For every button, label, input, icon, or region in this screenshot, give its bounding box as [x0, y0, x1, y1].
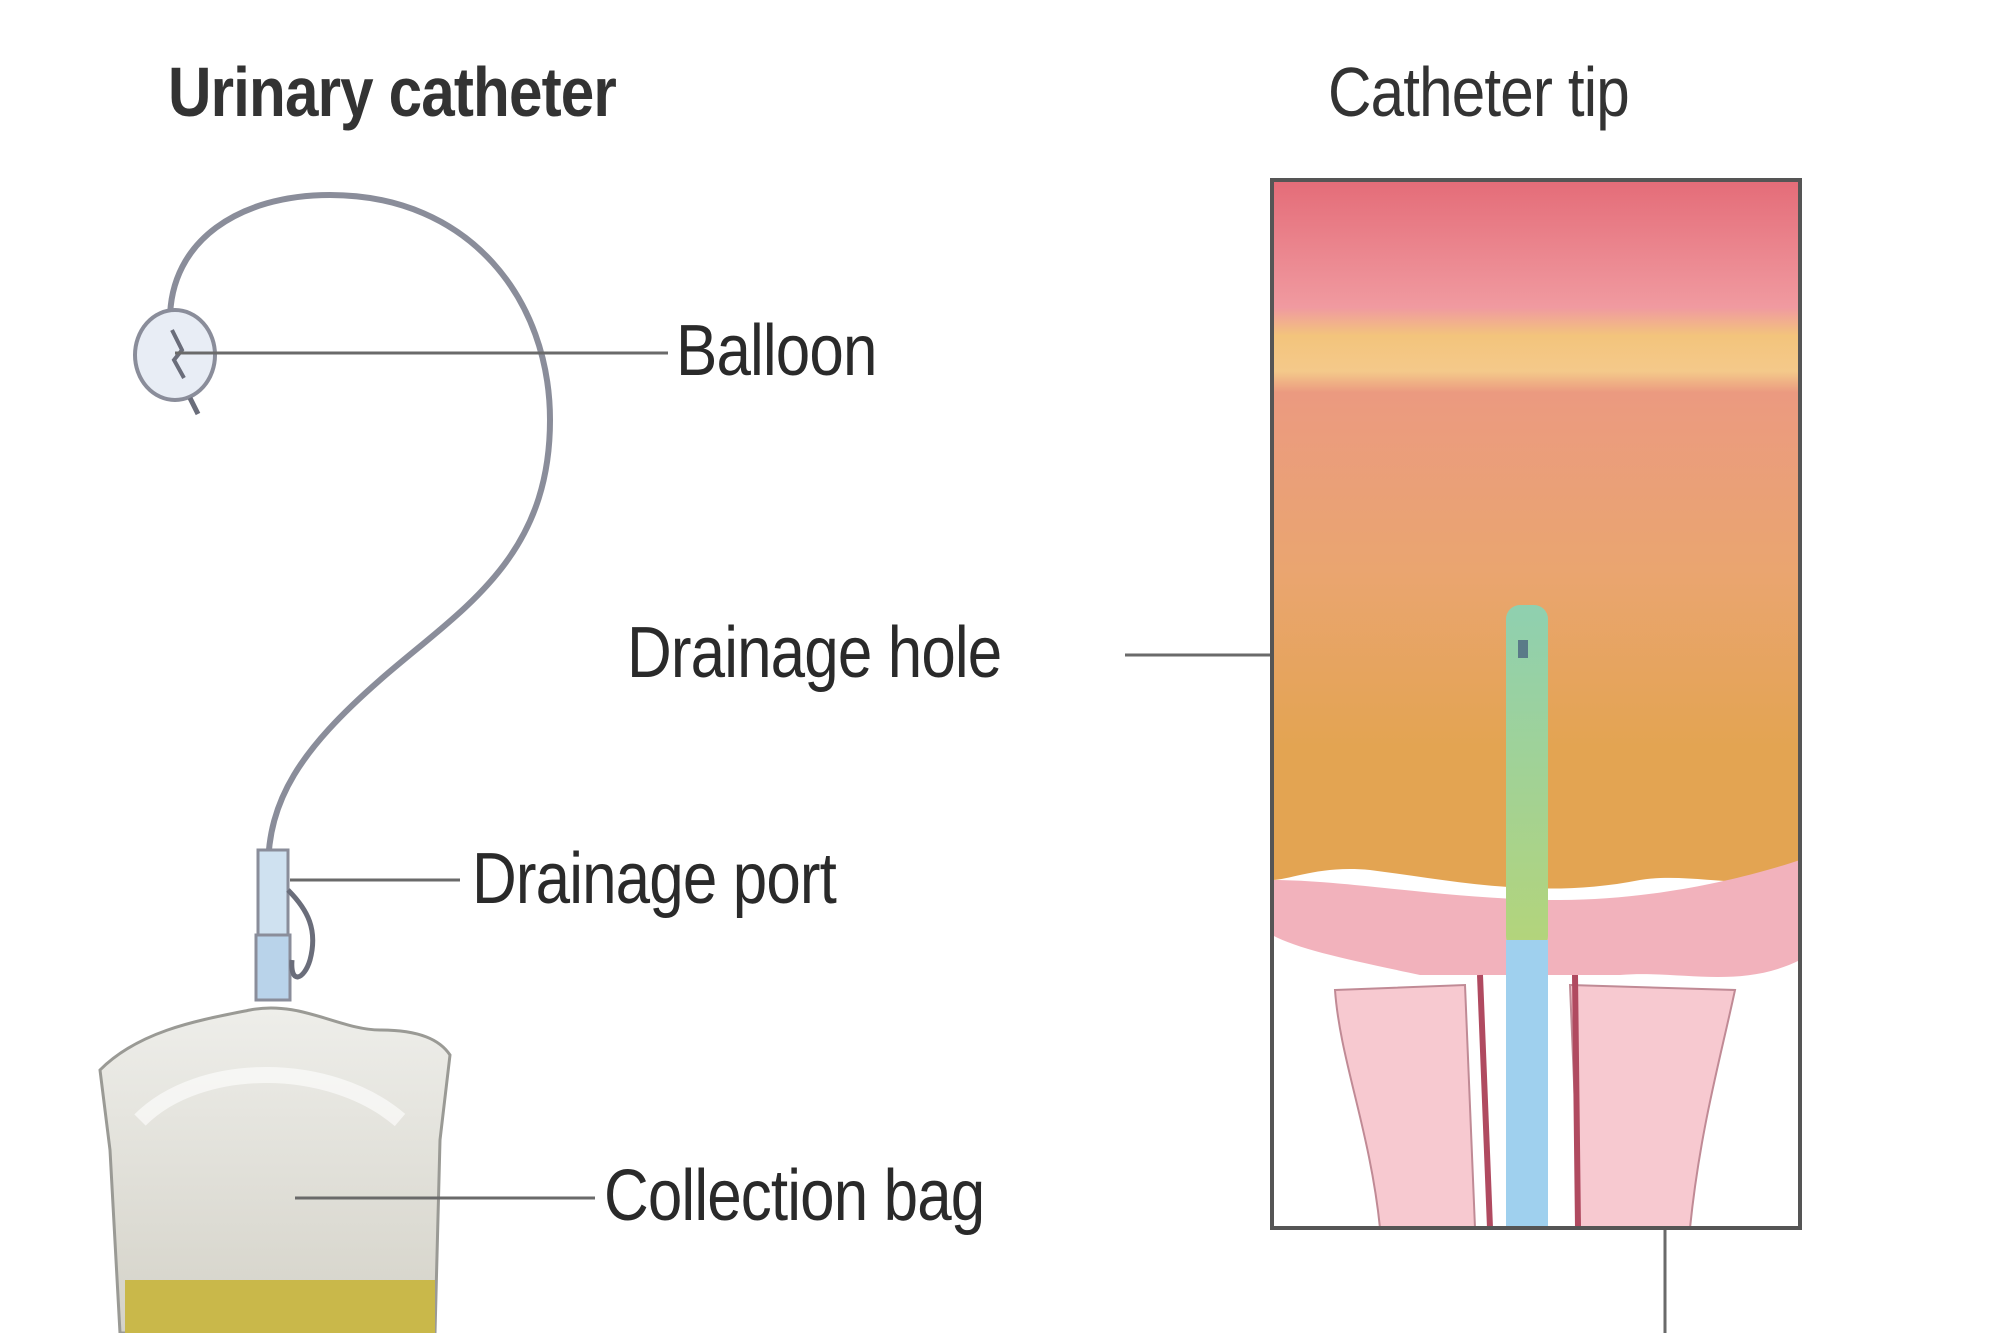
- balloon-icon: [133, 308, 217, 416]
- label-collection-bag: Collection bag: [604, 1156, 985, 1236]
- title-urinary-catheter: Urinary catheter: [168, 53, 617, 131]
- collection-bag-icon: [98, 1006, 452, 1333]
- title-catheter-tip: Catheter tip: [1328, 53, 1630, 131]
- label-drainage-hole: Drainage hole: [627, 613, 1002, 693]
- drainage-port-icon: [254, 848, 316, 1002]
- catheter-tip-illustration: [1270, 178, 1802, 1230]
- label-balloon: Balloon: [676, 311, 877, 391]
- catheter-tube: [167, 191, 554, 871]
- label-drainage-port: Drainage port: [472, 839, 837, 919]
